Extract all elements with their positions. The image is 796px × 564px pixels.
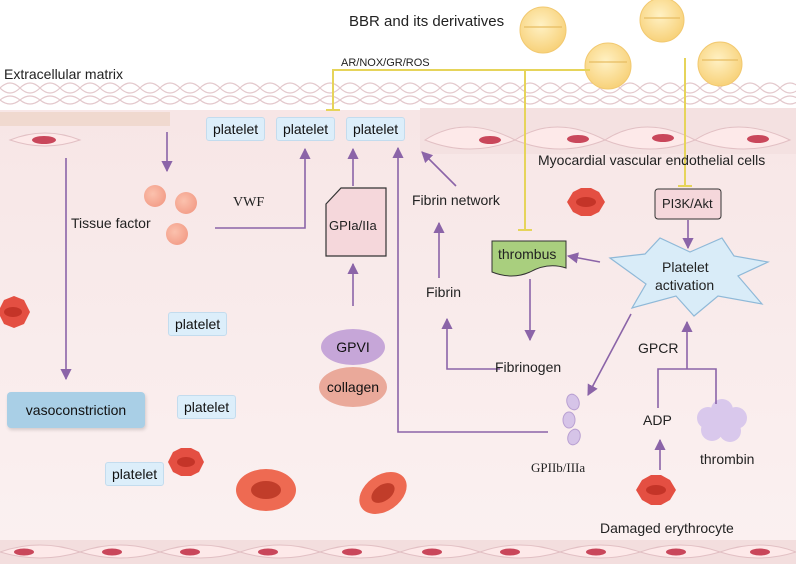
pi3k-label: PI3K/Akt bbox=[662, 196, 713, 211]
damaged-erythrocyte-label: Damaged erythrocyte bbox=[600, 520, 734, 536]
myocardial-endothelial-label: Myocardial vascular endothelial cells bbox=[538, 152, 766, 168]
endothelial-nuclei-top bbox=[32, 134, 769, 144]
endothelial-nuclei-bottom bbox=[14, 548, 770, 556]
pathway-arrows bbox=[60, 132, 717, 470]
gpiib-label: GPIIb/IIIa bbox=[531, 460, 586, 475]
gpia-receptor-shape bbox=[325, 187, 387, 257]
ar-nox-gr-ros-label: AR/NOX/GR/ROS bbox=[341, 57, 430, 69]
platelet-activation-star bbox=[608, 237, 770, 317]
vwf-label: VWF bbox=[233, 195, 265, 210]
fibrinogen-label: Fibrinogen bbox=[495, 359, 562, 375]
bbr-tablet-icon bbox=[584, 42, 632, 90]
platelet-box: platelet bbox=[206, 117, 266, 141]
thrombus-shape bbox=[491, 240, 567, 277]
erythrocyte-icon bbox=[567, 188, 605, 216]
bbr-label: BBR and its derivatives bbox=[349, 13, 505, 30]
platelet-box: platelet bbox=[177, 395, 237, 419]
fibrin-label: Fibrin bbox=[426, 284, 462, 300]
thrombin-label: thrombin bbox=[700, 451, 755, 467]
gpia-label: GPIa/IIa bbox=[329, 218, 377, 233]
gpcr-label: GPCR bbox=[638, 340, 679, 356]
extracellular-matrix-membrane bbox=[0, 82, 796, 105]
endothelial-strip-left bbox=[0, 112, 170, 126]
erythrocyte-icon bbox=[0, 296, 30, 328]
platelet-activation-label-2: activation bbox=[655, 277, 715, 293]
gpvi-label: GPVI bbox=[321, 329, 385, 365]
tissue-factor-label: Tissue factor bbox=[71, 215, 151, 231]
erythrocyte-icon bbox=[359, 472, 407, 514]
tissue-factor-icon bbox=[144, 185, 197, 245]
red-blood-cells bbox=[0, 188, 676, 514]
bbr-tablet-icon bbox=[519, 6, 567, 54]
platelet-box: platelet bbox=[276, 117, 336, 141]
thrombus-label: thrombus bbox=[498, 246, 557, 262]
erythrocyte-icon bbox=[168, 448, 204, 476]
fibrin-network-label: Fibrin network bbox=[412, 192, 500, 208]
bbr-tablet-icons bbox=[519, 0, 743, 90]
collagen-label: collagen bbox=[319, 367, 387, 407]
vasoconstriction-box: vasoconstriction bbox=[7, 392, 145, 428]
gpiib-receptor-icon bbox=[562, 393, 581, 446]
damaged-erythrocyte-icon bbox=[636, 475, 676, 505]
platelet-box: platelet bbox=[346, 117, 406, 141]
platelet-box: platelet bbox=[168, 312, 228, 336]
adp-label: ADP bbox=[643, 412, 672, 428]
thrombin-icon bbox=[697, 399, 747, 442]
endothelial-cells-bottom bbox=[0, 544, 796, 559]
bbr-tablet-icon bbox=[697, 41, 743, 87]
bbr-tablet-icon bbox=[639, 0, 685, 43]
platelet-activation-label-1: Platelet bbox=[662, 259, 709, 275]
pi3k-box bbox=[654, 188, 722, 220]
platelet-box: platelet bbox=[105, 462, 165, 486]
extracellular-matrix-label: Extracellular matrix bbox=[4, 66, 124, 82]
erythrocyte-icon bbox=[236, 469, 296, 511]
inhibition-lines bbox=[326, 58, 692, 231]
